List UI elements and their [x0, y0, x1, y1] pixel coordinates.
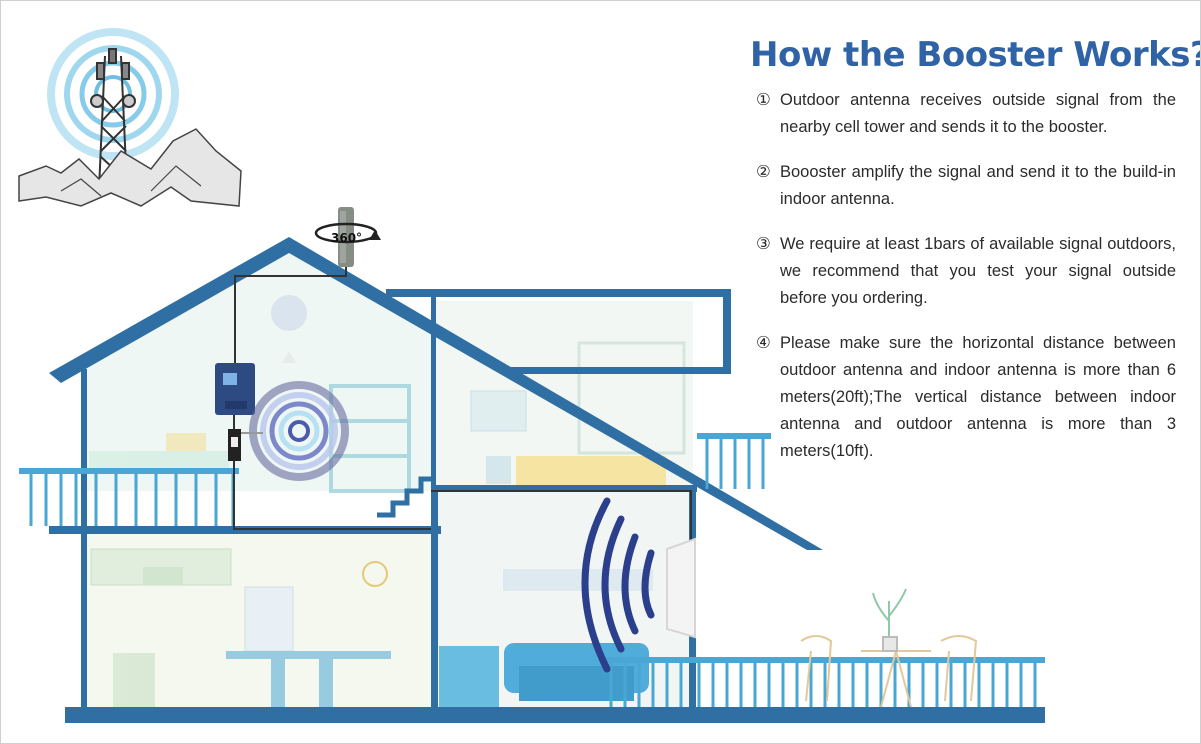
balcony-railings [19, 433, 1045, 707]
step-item: ③ We require at least 1bars of available… [756, 231, 1176, 312]
step-text: Outdoor antenna receives outside signal … [780, 91, 1176, 136]
patio-decor [800, 588, 978, 708]
furniture-decor [89, 295, 686, 709]
how-it-works-panel: How the Booster Works? ① Outdoor antenna… [746, 35, 1201, 483]
rotation-label: 360° [331, 231, 362, 245]
stairs [377, 476, 433, 518]
ground-floor [65, 707, 1045, 723]
step-item: ① Outdoor antenna receives outside signa… [756, 87, 1176, 141]
step-number: ④ [756, 334, 771, 352]
step-number: ① [756, 91, 771, 109]
step-item: ② Boooster amplify the signal and send i… [756, 159, 1176, 213]
indoor-signal-waves [581, 497, 655, 673]
indoor-panel-antenna [581, 497, 696, 673]
cell-tower-illustration [18, 28, 242, 207]
outdoor-antenna: 360° [314, 207, 381, 267]
step-item: ④ Please make sure the horizontal distan… [756, 330, 1176, 465]
ground-railing-bars [609, 663, 1037, 707]
step-text: We require at least 1bars of available s… [780, 235, 1176, 307]
step-number: ② [756, 163, 771, 181]
step-number: ③ [756, 235, 771, 253]
panel-title: How the Booster Works? [750, 35, 1201, 75]
mountains [18, 128, 242, 207]
booster-signal-rings [241, 381, 349, 481]
booster-unit [215, 363, 255, 461]
step-text: Please make sure the horizontal distance… [780, 334, 1176, 460]
house [19, 237, 1045, 723]
left-wall [81, 369, 87, 714]
step-text: Boooster amplify the signal and send it … [780, 163, 1176, 208]
